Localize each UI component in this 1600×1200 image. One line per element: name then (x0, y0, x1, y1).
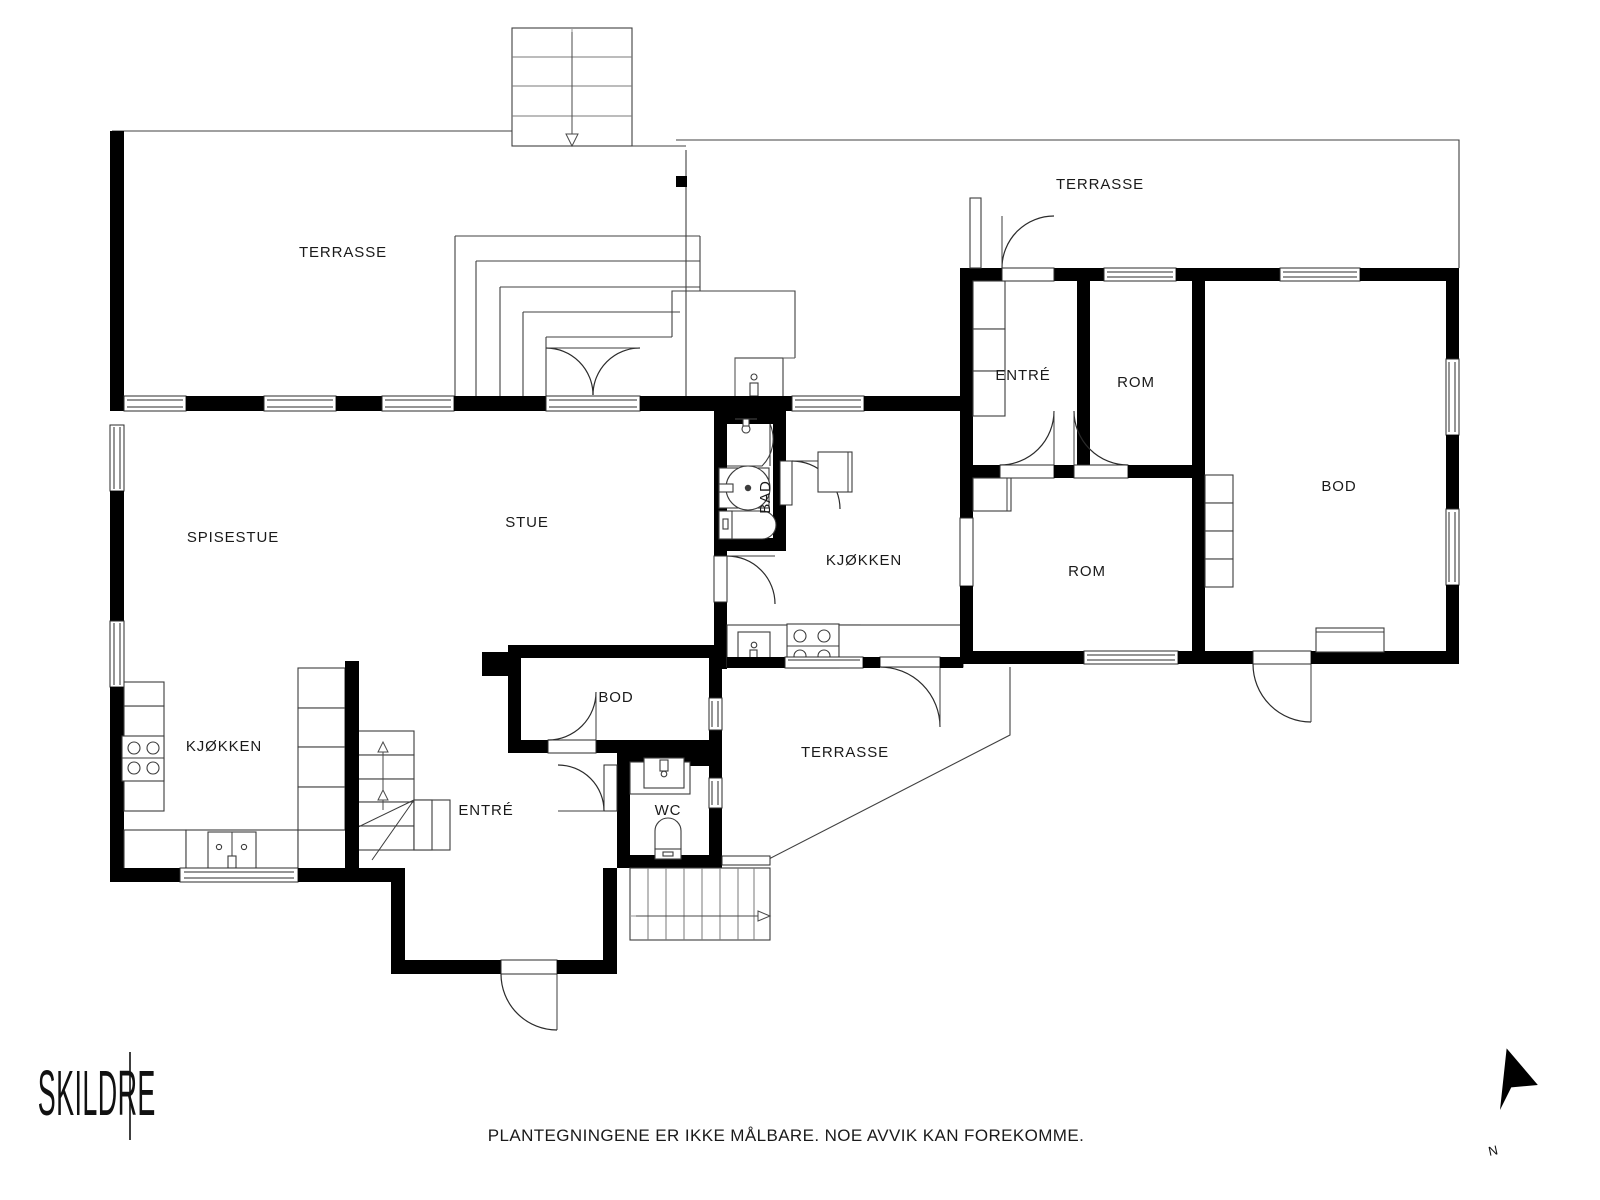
door-wc (557, 764, 618, 812)
disclaimer-caption: PLANTEGNINGENE ER IKKE MÅLBARE. NOE AVVI… (488, 1126, 1084, 1145)
counter-rom-south (972, 477, 1012, 512)
terrasse-nw-outline (112, 130, 686, 147)
counter-kjokken-top (817, 451, 853, 493)
walls-bod-center (482, 645, 723, 753)
stair-top (511, 27, 633, 148)
walls-bod-east (1205, 281, 1460, 665)
room-label-bod-center: BOD (598, 689, 633, 706)
north-label: N (1487, 1142, 1499, 1159)
terrasse-ne-outline (676, 139, 1460, 404)
room-label-kjokken-sw: KJØKKEN (186, 738, 262, 755)
room-label-bad: BAD (757, 480, 774, 514)
stair-right-arrow-icon (757, 910, 772, 922)
room-label-terrasse-south: TERRASSE (801, 744, 889, 761)
wall-north-kitchen (712, 395, 960, 412)
fixtures-bad (718, 418, 777, 540)
stair-south (629, 867, 772, 941)
sink-upper-center (734, 357, 795, 403)
wall-west-exterior (109, 131, 125, 875)
terrasse-south-outline (721, 667, 1011, 866)
room-label-spisestue: SPISESTUE (187, 529, 279, 546)
shelving-bod-east (1204, 474, 1234, 588)
door-bod-center (547, 691, 597, 754)
room-label-bod-east: BOD (1321, 478, 1356, 495)
room-label-terrasse-nw: TERRASSE (299, 244, 387, 261)
stair-sw-winder (351, 730, 451, 861)
door-entre-ne (1001, 215, 1055, 282)
walls-rom-south (959, 478, 1205, 665)
stair-up-arrow-icon (377, 740, 389, 753)
room-label-kjokken-center: KJØKKEN (826, 552, 902, 569)
cabinet-column-sw (297, 667, 346, 831)
logo-text: SKILDRE (38, 1059, 156, 1129)
cabinet-bod-east (1315, 627, 1385, 653)
fixtures-kjokken-sw (121, 681, 359, 876)
door-bod-east (1252, 663, 1312, 723)
terrasse-rail-ne (969, 197, 982, 269)
door-stue-kjokken (713, 555, 776, 605)
stair-down-arrow-icon (565, 133, 579, 148)
room-label-stue: STUE (505, 514, 549, 531)
room-label-wc: WC (655, 802, 682, 819)
fixtures-wc (629, 757, 691, 860)
room-label-rom-south: ROM (1068, 563, 1106, 580)
wardrobe-entre-ne (972, 280, 1006, 417)
terrasse-steps-nested (454, 235, 796, 404)
room-label-entre-sw: ENTRÉ (458, 802, 513, 819)
walls-wc (617, 753, 723, 868)
wall-south-kjokken (727, 656, 963, 669)
door-entre-sw-south (500, 973, 558, 1031)
room-label-rom-north: ROM (1117, 374, 1155, 391)
room-label-entre-ne: ENTRÉ (995, 367, 1050, 384)
wall-north-living (110, 395, 712, 412)
north-arrow-icon (1500, 1048, 1538, 1110)
door-entre-south (999, 410, 1055, 466)
door-rom-north-south (1073, 410, 1129, 466)
room-label-terrasse-ne: TERRASSE (1056, 176, 1144, 193)
walls-lower-left (110, 661, 617, 975)
brand-logo: SKILDRE (38, 1052, 156, 1140)
